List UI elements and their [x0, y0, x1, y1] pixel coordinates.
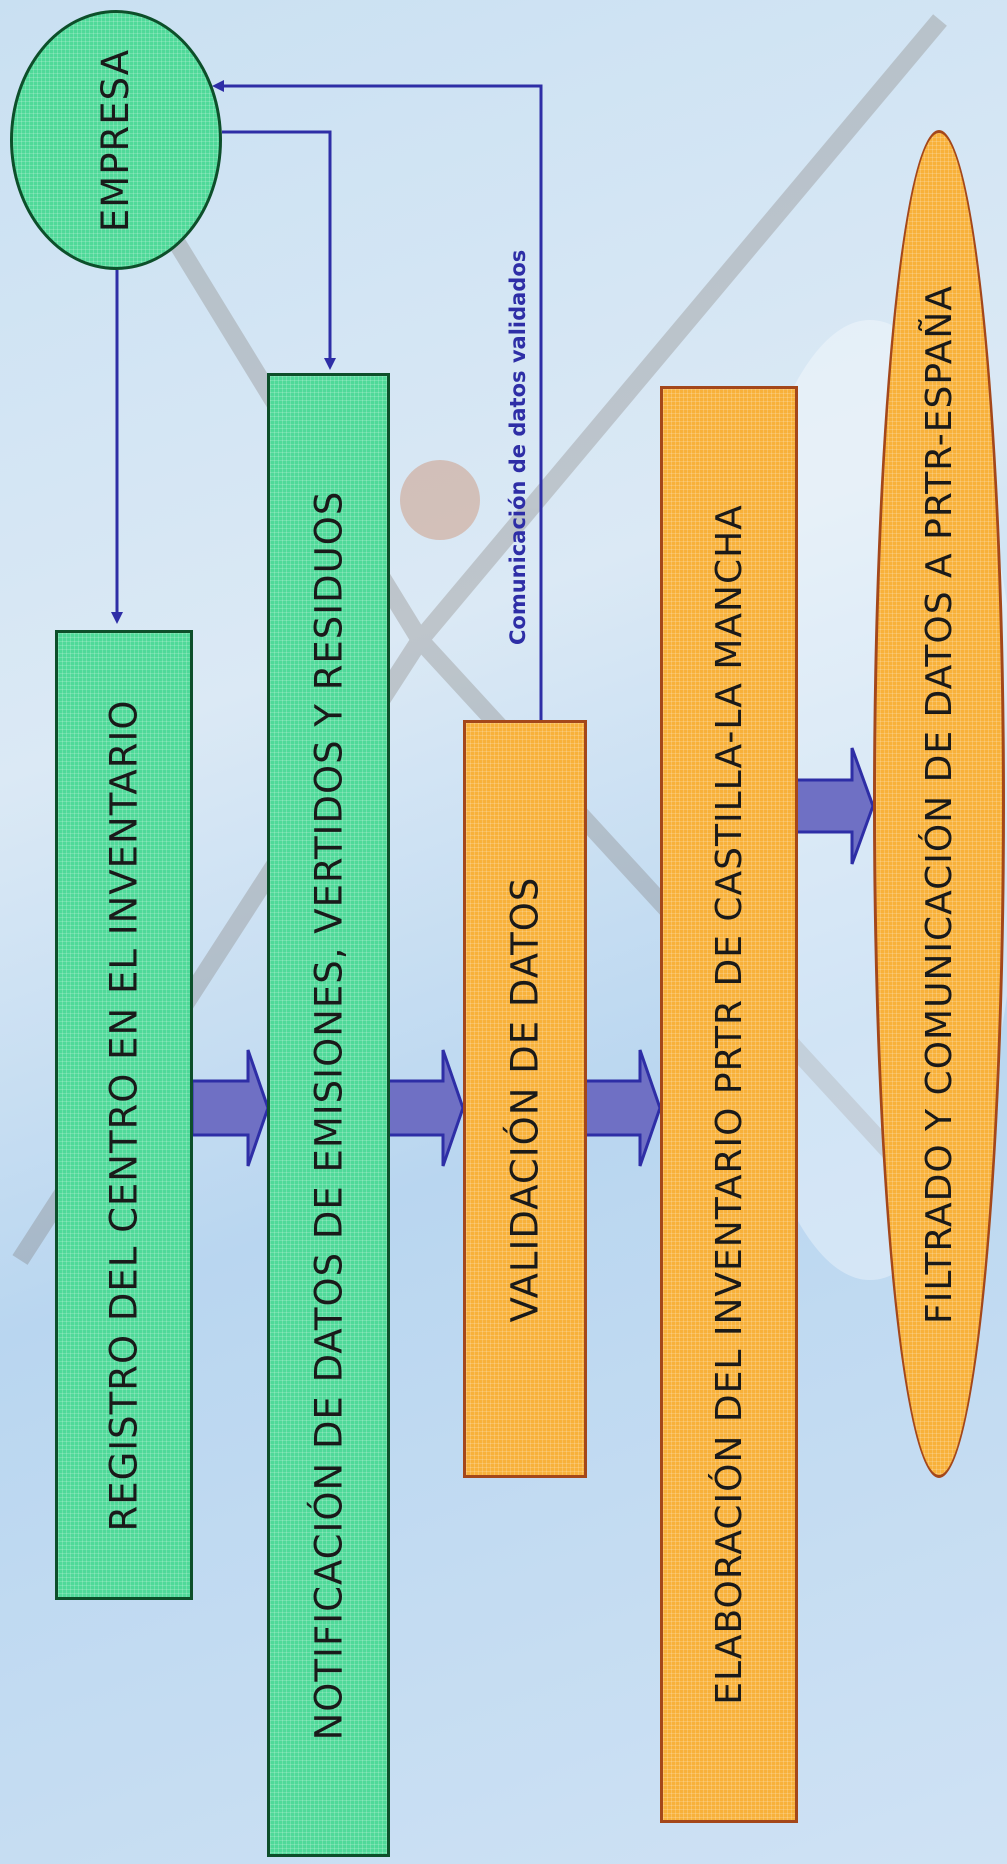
node-filtrado-label: FILTRADO Y COMUNICACIÓN DE DATOS A PRTR-… — [918, 284, 960, 1324]
node-elaboracion-label: ELABORACIÓN DEL INVENTARIO PRTR DE CASTI… — [708, 504, 750, 1705]
arrow-empresa-to-notificacion — [222, 130, 336, 370]
node-elaboracion: ELABORACIÓN DEL INVENTARIO PRTR DE CASTI… — [660, 386, 798, 1823]
block-arrow-4 — [794, 747, 875, 865]
node-registro: REGISTRO DEL CENTRO EN EL INVENTARIO — [55, 630, 193, 1600]
node-validacion-label: VALIDACIÓN DE DATOS — [503, 876, 547, 1322]
node-empresa-label: EMPRESA — [94, 48, 138, 232]
block-arrow-1 — [190, 1049, 270, 1167]
node-empresa: EMPRESA — [10, 10, 222, 270]
arrow-validacion-to-empresa — [212, 80, 543, 720]
node-validacion: VALIDACIÓN DE DATOS — [463, 720, 587, 1478]
feedback-label: Comunicación de datos validados — [506, 250, 530, 645]
block-arrow-3 — [582, 1049, 662, 1167]
node-filtrado: FILTRADO Y COMUNICACIÓN DE DATOS A PRTR-… — [873, 130, 1005, 1478]
block-arrow-2 — [386, 1049, 465, 1167]
node-notificacion-label: NOTIFICACIÓN DE DATOS DE EMISIONES, VERT… — [307, 490, 351, 1740]
node-registro-label: REGISTRO DEL CENTRO EN EL INVENTARIO — [102, 699, 146, 1531]
node-notificacion: NOTIFICACIÓN DE DATOS DE EMISIONES, VERT… — [267, 373, 390, 1857]
